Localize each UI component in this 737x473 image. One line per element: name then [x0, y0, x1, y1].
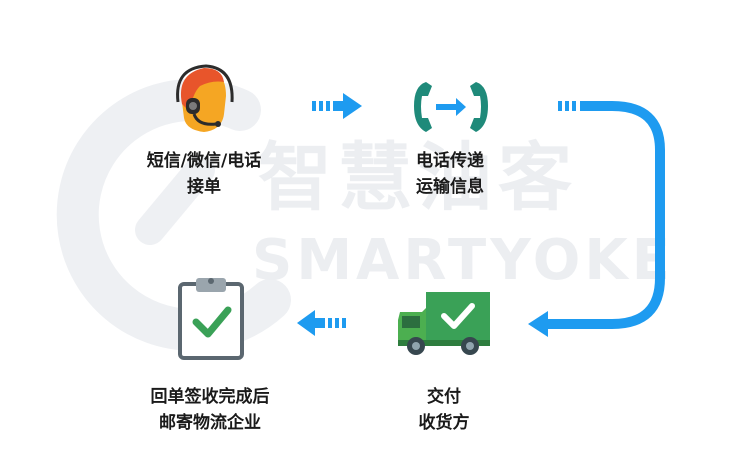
operator-headset-icon	[176, 64, 234, 132]
step-3-line1: 交付	[427, 387, 461, 407]
step-4-label: 回单签收完成后 邮寄物流企业	[110, 384, 310, 436]
step-1-label: 短信/微信/电话 接单	[104, 148, 304, 200]
checked-clipboard-icon	[178, 278, 244, 360]
phone-transfer-icon	[414, 82, 488, 132]
arrow-right-1	[312, 93, 362, 119]
step-4-line2: 邮寄物流企业	[159, 413, 261, 433]
watermark-text-en: SMARTYOKE	[252, 228, 675, 293]
arrow-left-1	[297, 310, 346, 336]
step-3-line2: 收货方	[418, 413, 470, 433]
step-2-line1: 电话传递	[416, 151, 484, 171]
step-1-line1: 短信/微信/电话	[146, 151, 262, 171]
step-4-line1: 回单签收完成后	[150, 387, 270, 407]
delivery-truck-icon	[398, 292, 490, 355]
step-1-line2: 接单	[187, 177, 221, 197]
step-2-line2: 运输信息	[416, 177, 484, 197]
watermark-text-cn: 智慧油客	[258, 135, 578, 221]
arrow-u-turn	[528, 101, 665, 337]
step-2-label: 电话传递 运输信息	[350, 148, 550, 200]
step-3-label: 交付 收货方	[344, 384, 544, 436]
